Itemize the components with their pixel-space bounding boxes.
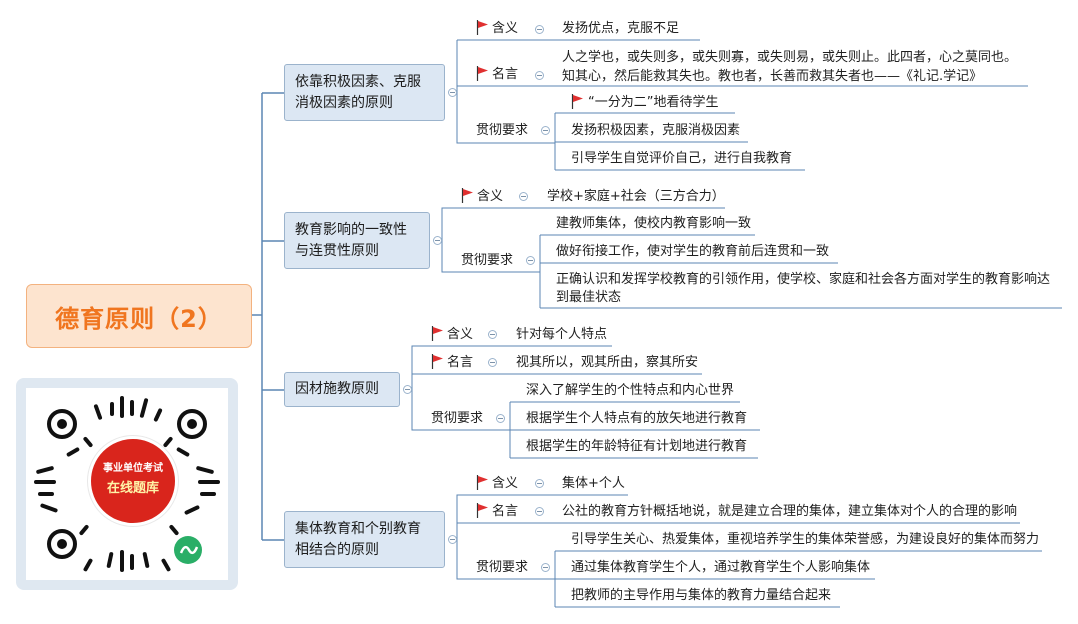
collapse-icon[interactable] <box>535 479 544 488</box>
leaf-text: 通过集体教育学生个人，通过教育学生个人影响集体 <box>571 560 871 575</box>
label-requirements: 贯彻要求 <box>461 253 514 268</box>
leaf-text: 根据学生的年龄特征有计划地进行教育 <box>526 439 748 454</box>
connector-line <box>441 207 725 241</box>
label-requirements: 贯彻要求 <box>476 560 529 575</box>
leaf-text: 发扬积极因素，克服消极因素 <box>571 123 741 138</box>
qr-badge: 事业单位考试 在线题库 <box>88 436 178 526</box>
connector-line <box>456 540 555 580</box>
leaf-text: 人之学也，或失则多，或失则寡，或失则易，或失则止。此四者，心之莫同也。知其心，然… <box>562 50 1018 84</box>
label-meaning: 含义 <box>492 476 519 491</box>
connector-line <box>411 390 510 431</box>
collapse-icon[interactable] <box>403 385 412 394</box>
collapse-icon[interactable] <box>541 126 550 135</box>
collapse-icon[interactable] <box>535 507 544 516</box>
leaf-text: 引导学生自觉评价自己，进行自我教育 <box>571 151 793 166</box>
label-quote: 名言 <box>492 504 519 519</box>
leaf-text: 根据学生个人特点有的放矢地进行教育 <box>526 411 748 426</box>
leaf-text: “一分为二”地看待学生 <box>588 95 719 110</box>
label-quote: 名言 <box>447 355 474 370</box>
branch-node-1[interactable]: 依靠积极因素、克服消极因素的原则 <box>284 64 445 121</box>
collapse-icon[interactable] <box>519 192 528 201</box>
label-meaning: 含义 <box>477 189 504 204</box>
leaf-text: 公社的教育方针概括地说，就是建立合理的集体，建立集体对个人的合理的影响 <box>562 504 1018 519</box>
leaf-text: 引导学生关心、热爱集体，重视培养学生的集体荣誉感，为建设良好的集体而努力 <box>571 532 1040 547</box>
connector-line <box>456 93 555 144</box>
leaf-text: 深入了解学生的个性特点和内心世界 <box>526 383 735 398</box>
flag-icon <box>476 475 488 490</box>
flag-icon <box>476 503 488 518</box>
leaf-text: 发扬优点，克服不足 <box>562 21 680 36</box>
flag-icon <box>476 20 488 35</box>
connector-line <box>456 494 628 540</box>
label-requirements: 贯彻要求 <box>476 123 529 138</box>
branch-title-2: 教育影响的一致性与连贯性原则 <box>295 221 407 259</box>
qr-code-card[interactable]: 事业单位考试 在线题库 <box>16 378 238 590</box>
qr-badge-line1: 事业单位考试 <box>103 463 163 474</box>
branch-node-3[interactable]: 因材施教原则 <box>284 372 400 407</box>
collapse-icon[interactable] <box>526 256 535 265</box>
label-requirements: 贯彻要求 <box>431 411 484 426</box>
root-node[interactable]: 德育原则（2） <box>26 284 252 348</box>
leaf-text: 视其所以，观其所由，察其所安 <box>516 355 699 370</box>
collapse-icon[interactable] <box>488 330 497 339</box>
connector-line <box>411 345 612 390</box>
collapse-icon[interactable] <box>448 535 457 544</box>
flag-icon <box>461 188 473 203</box>
collapse-icon[interactable] <box>535 71 544 80</box>
leaf-text: 把教师的主导作用与集体的教育力量结合起来 <box>571 588 832 603</box>
flag-icon <box>431 326 443 341</box>
collapse-icon[interactable] <box>433 236 442 245</box>
leaf-text: 集体+个人 <box>562 476 625 491</box>
flag-icon <box>476 66 488 81</box>
qr-pattern <box>34 396 220 572</box>
branch-node-4[interactable]: 集体教育和个别教育相结合的原则 <box>284 511 445 568</box>
leaf-text: 建教师集体，使校内教育影响一致 <box>556 216 752 231</box>
label-meaning: 含义 <box>492 21 519 36</box>
leaf-text: 针对每个人特点 <box>516 327 608 342</box>
leaf-text: 学校+家庭+社会（三方合力） <box>547 189 725 204</box>
label-quote: 名言 <box>492 67 519 82</box>
collapse-icon[interactable] <box>535 25 544 34</box>
branch-title-3: 因材施教原则 <box>295 381 379 397</box>
branch-node-2[interactable]: 教育影响的一致性与连贯性原则 <box>284 212 430 269</box>
leaf-text: 正确认识和发挥学校教育的引领作用，使学校、家庭和社会各方面对学生的教育影响达到最… <box>556 272 1051 305</box>
leaf-text: 做好衔接工作，使对学生的教育前后连贯和一致 <box>556 244 830 259</box>
label-meaning: 含义 <box>447 327 474 342</box>
qr-badge-line2: 在线题库 <box>106 481 159 496</box>
flag-icon <box>571 94 583 109</box>
collapse-icon[interactable] <box>488 358 497 367</box>
collapse-icon[interactable] <box>448 88 457 97</box>
collapse-icon[interactable] <box>541 563 550 572</box>
qr-code[interactable]: 事业单位考试 在线题库 <box>26 388 228 580</box>
branch-title-1: 依靠积极因素、克服消极因素的原则 <box>295 73 421 111</box>
flag-icon <box>431 354 443 369</box>
branch-title-4: 集体教育和个别教育相结合的原则 <box>295 520 421 558</box>
collapse-icon[interactable] <box>496 414 505 423</box>
connector-line <box>441 241 540 273</box>
